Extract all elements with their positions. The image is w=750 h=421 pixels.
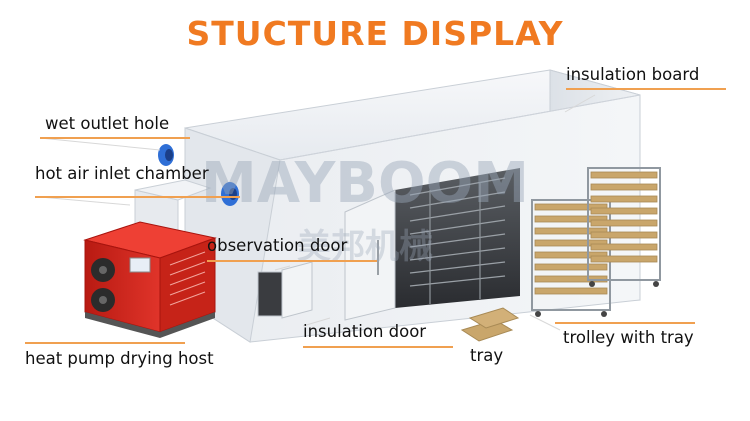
underline-insulation-board	[566, 88, 726, 90]
underline-insulation-door	[303, 346, 453, 348]
label-observation-door: observation door	[207, 236, 348, 255]
label-insulation-board: insulation board	[566, 65, 700, 84]
insulation-door	[344, 189, 396, 321]
watermark-latin: MAYBOOM	[201, 151, 529, 216]
underline-heat-pump-drying-host	[25, 342, 185, 344]
trolley-back	[587, 167, 661, 287]
label-insulation-door: insulation door	[303, 322, 427, 341]
underline-observation-door	[207, 260, 377, 262]
trolley-front	[531, 199, 611, 317]
label-wet-outlet-hole: wet outlet hole	[45, 114, 170, 133]
door-opening	[395, 168, 520, 308]
underline-wet-outlet-hole	[40, 137, 190, 139]
label-trolley-with-tray: trolley with tray	[563, 328, 694, 347]
observation-door	[257, 261, 313, 319]
underline-hot-air-inlet-chamber	[35, 196, 240, 198]
label-heat-pump-drying-host: heat pump drying host	[25, 349, 214, 368]
leader-lines	[39, 94, 596, 331]
diagram-title: STUCTURE DISPLAY	[186, 14, 564, 53]
heat-pump-unit	[83, 221, 217, 338]
label-hot-air-inlet-chamber: hot air inlet chamber	[35, 164, 209, 183]
wet-outlet-fan	[158, 144, 174, 166]
underline-trolley-with-tray	[555, 322, 695, 324]
label-tray: tray	[470, 346, 504, 365]
loose-trays	[460, 307, 520, 342]
